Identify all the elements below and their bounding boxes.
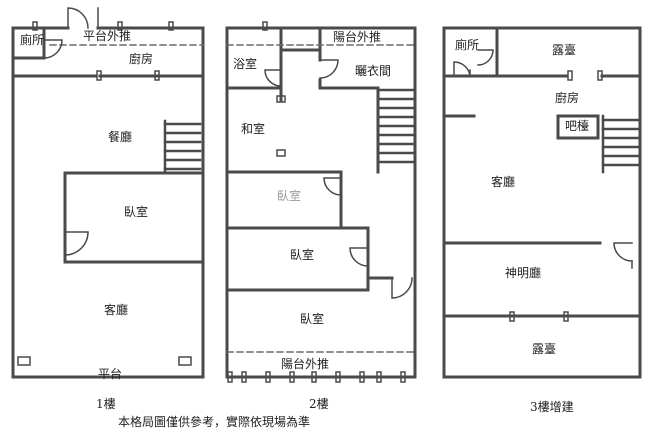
f1-label-living: 客廳: [104, 303, 129, 317]
disclaimer-note: 本格局圖僅供參考，實際依現場為準: [118, 415, 311, 429]
f2-label-japanese: 和室: [241, 122, 266, 136]
f1-fixtures: [17, 21, 192, 366]
f2-stairs: [376, 88, 417, 164]
f1-label-kitchen: 廚房: [129, 52, 154, 66]
f1-door-top: [67, 7, 89, 29]
f3-label-bar: 吧檯: [565, 119, 590, 133]
f1-label-toilet: 廁所: [20, 33, 45, 47]
f1-stairs: [163, 119, 202, 174]
f2-label-bedroom-c: 臥室: [300, 312, 325, 326]
f3-label-kitchen: 廚房: [555, 91, 580, 105]
f1-label-dining: 餐廳: [108, 130, 133, 144]
f1-door-toilet: [43, 39, 63, 59]
floor-3-plan: [442, 26, 642, 379]
f1-door-bedroom: [64, 231, 89, 256]
f2-label-drying: 曬衣間: [355, 64, 392, 78]
f3-label-terrace-bottom: 露臺: [532, 342, 557, 356]
f3-caption: 3樓增建: [530, 400, 574, 414]
f1-label-balcony-slide: 平台外推: [83, 29, 132, 43]
f3-label-shrine: 神明廳: [505, 266, 542, 280]
f3-label-toilet: 廁所: [455, 38, 480, 52]
f2-label-balcony-bottom: 陽台外推: [281, 357, 330, 371]
f2-label-bedroom-a: 臥室: [277, 189, 302, 203]
f3-label-living: 客廳: [491, 175, 516, 189]
f2-label-balcony-top: 陽台外推: [333, 30, 382, 44]
f2-label-bath: 浴室: [233, 57, 258, 71]
f3-stairs: [601, 114, 642, 174]
f2-label-bedroom-b: 臥室: [290, 248, 315, 262]
f1-label-platform: 平台: [98, 367, 123, 381]
floor-1-plan: [11, 26, 205, 379]
f3-label-terrace-top: 露臺: [552, 43, 577, 57]
f1-caption: 1樓: [96, 397, 116, 411]
f1-label-bedroom: 臥室: [124, 205, 149, 219]
f2-caption: 2樓: [309, 397, 329, 411]
